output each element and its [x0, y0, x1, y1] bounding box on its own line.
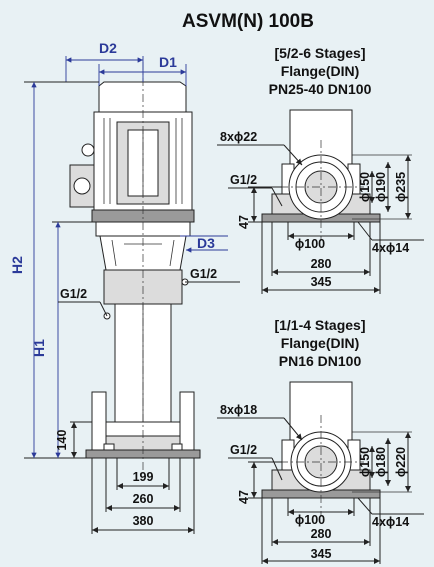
bottom-d100-label: ϕ100	[295, 513, 325, 527]
top-345-label: 345	[311, 275, 332, 289]
top-d235-label: ϕ235	[394, 172, 408, 202]
bottom-280-label: 280	[311, 527, 332, 541]
dim-140-label: 140	[55, 430, 69, 451]
inlet-flange	[91, 391, 107, 453]
top-heading-2: Flange(DIN)	[281, 63, 360, 79]
h2-label: H2	[9, 256, 25, 274]
bottom-345-label: 345	[311, 547, 332, 561]
bottom-47-label: 47	[237, 490, 251, 504]
bottom-d150-label: ϕ150	[358, 447, 372, 477]
top-port	[304, 170, 338, 204]
top-d100-label: ϕ100	[295, 237, 325, 251]
dim-d3: D3	[180, 235, 228, 253]
g12-left-label: G1/2	[60, 287, 87, 301]
dim-d2: D2	[65, 40, 144, 82]
top-g12-label: G1/2	[230, 173, 257, 187]
d2-label: D2	[99, 40, 117, 56]
g12-callout-right: G1/2	[185, 267, 240, 283]
dim-199: 199	[116, 458, 170, 490]
dim-140: 140	[55, 421, 92, 458]
dim-380-label: 380	[133, 514, 154, 528]
cable-gland	[73, 177, 91, 195]
flange-detail-top: [5/2-6 Stages] Flange(DIN) PN25-40 DN100…	[217, 45, 424, 294]
bottom-heading-3: PN16 DN100	[279, 353, 362, 369]
bottom-holes-label: 8xϕ18	[220, 403, 257, 417]
top-bolts-label: 4xϕ14	[372, 241, 409, 255]
top-d190-label: ϕ190	[374, 172, 388, 202]
dim-260: 260	[105, 458, 181, 512]
motor-fan-cover	[98, 81, 187, 113]
h1-label: H1	[31, 339, 47, 357]
bottom-bolts-label: 4xϕ14	[372, 515, 409, 529]
top-280-label: 280	[311, 257, 332, 271]
main-pump-drawing	[69, 62, 201, 470]
bottom-heading-2: Flange(DIN)	[281, 335, 360, 351]
motor-fins	[103, 118, 183, 204]
dim-260-label: 260	[133, 492, 154, 506]
top-47-label: 47	[237, 215, 251, 229]
lifting-eye	[81, 143, 95, 157]
dim-199-label: 199	[133, 470, 154, 484]
dim-380: 380	[91, 458, 195, 534]
top-holes-label: 8xϕ22	[220, 130, 257, 144]
dim-h2: H2	[9, 81, 99, 459]
top-d150-label: ϕ150	[358, 172, 372, 202]
top-heading-1: [5/2-6 Stages]	[274, 45, 365, 61]
bottom-port	[304, 445, 338, 479]
d1-label: D1	[159, 54, 177, 70]
flange-detail-bottom: [1/1-4 Stages] Flange(DIN) PN16 DN100 8x…	[217, 317, 424, 564]
diagram-title: ASVM(N) 100B	[182, 11, 314, 32]
top-heading-3: PN25-40 DN100	[269, 81, 372, 97]
dim-d1: D1	[98, 54, 187, 86]
g12-right-label: G1/2	[190, 267, 217, 281]
dim-h1: H1	[31, 221, 96, 458]
bottom-heading-1: [1/1-4 Stages]	[274, 317, 365, 333]
d3-label: D3	[197, 235, 215, 251]
bottom-d220-label: ϕ220	[394, 447, 408, 477]
g12-callout-left: G1/2	[58, 287, 108, 317]
outlet-flange	[179, 391, 195, 453]
bottom-d180-label: ϕ180	[374, 447, 388, 477]
bottom-g12-label: G1/2	[230, 443, 257, 457]
